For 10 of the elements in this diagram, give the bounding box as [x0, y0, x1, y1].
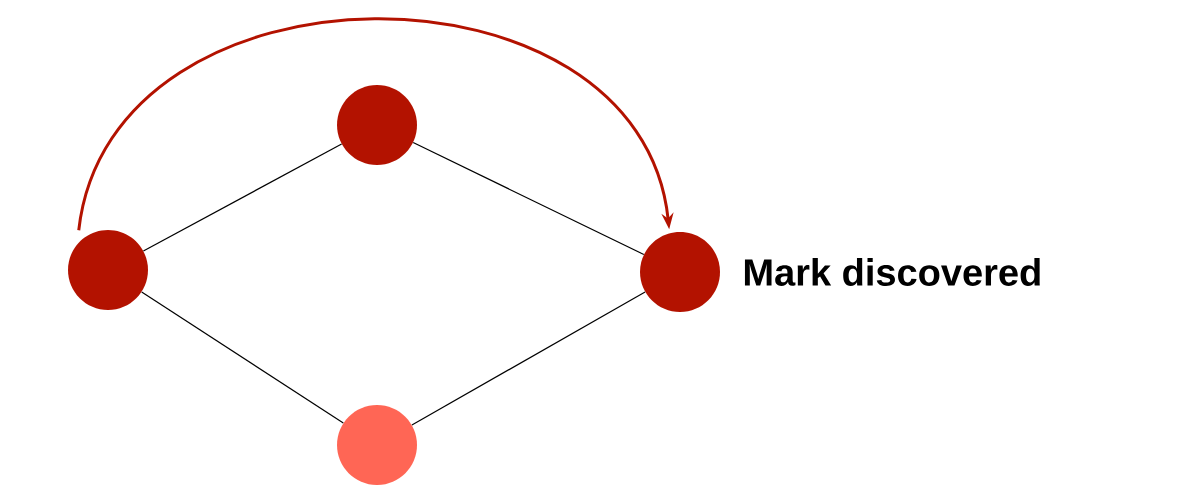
connector-line [142, 143, 343, 252]
circle-node [337, 405, 417, 485]
circle-node [68, 230, 148, 310]
circle-node [337, 85, 417, 165]
node-caption: Mark discovered [744, 258, 1040, 286]
circle-node [640, 232, 720, 312]
connector-line [141, 291, 344, 424]
connector-line [412, 141, 645, 256]
curved-arrow [77, 17, 674, 231]
connector-line [411, 291, 646, 426]
